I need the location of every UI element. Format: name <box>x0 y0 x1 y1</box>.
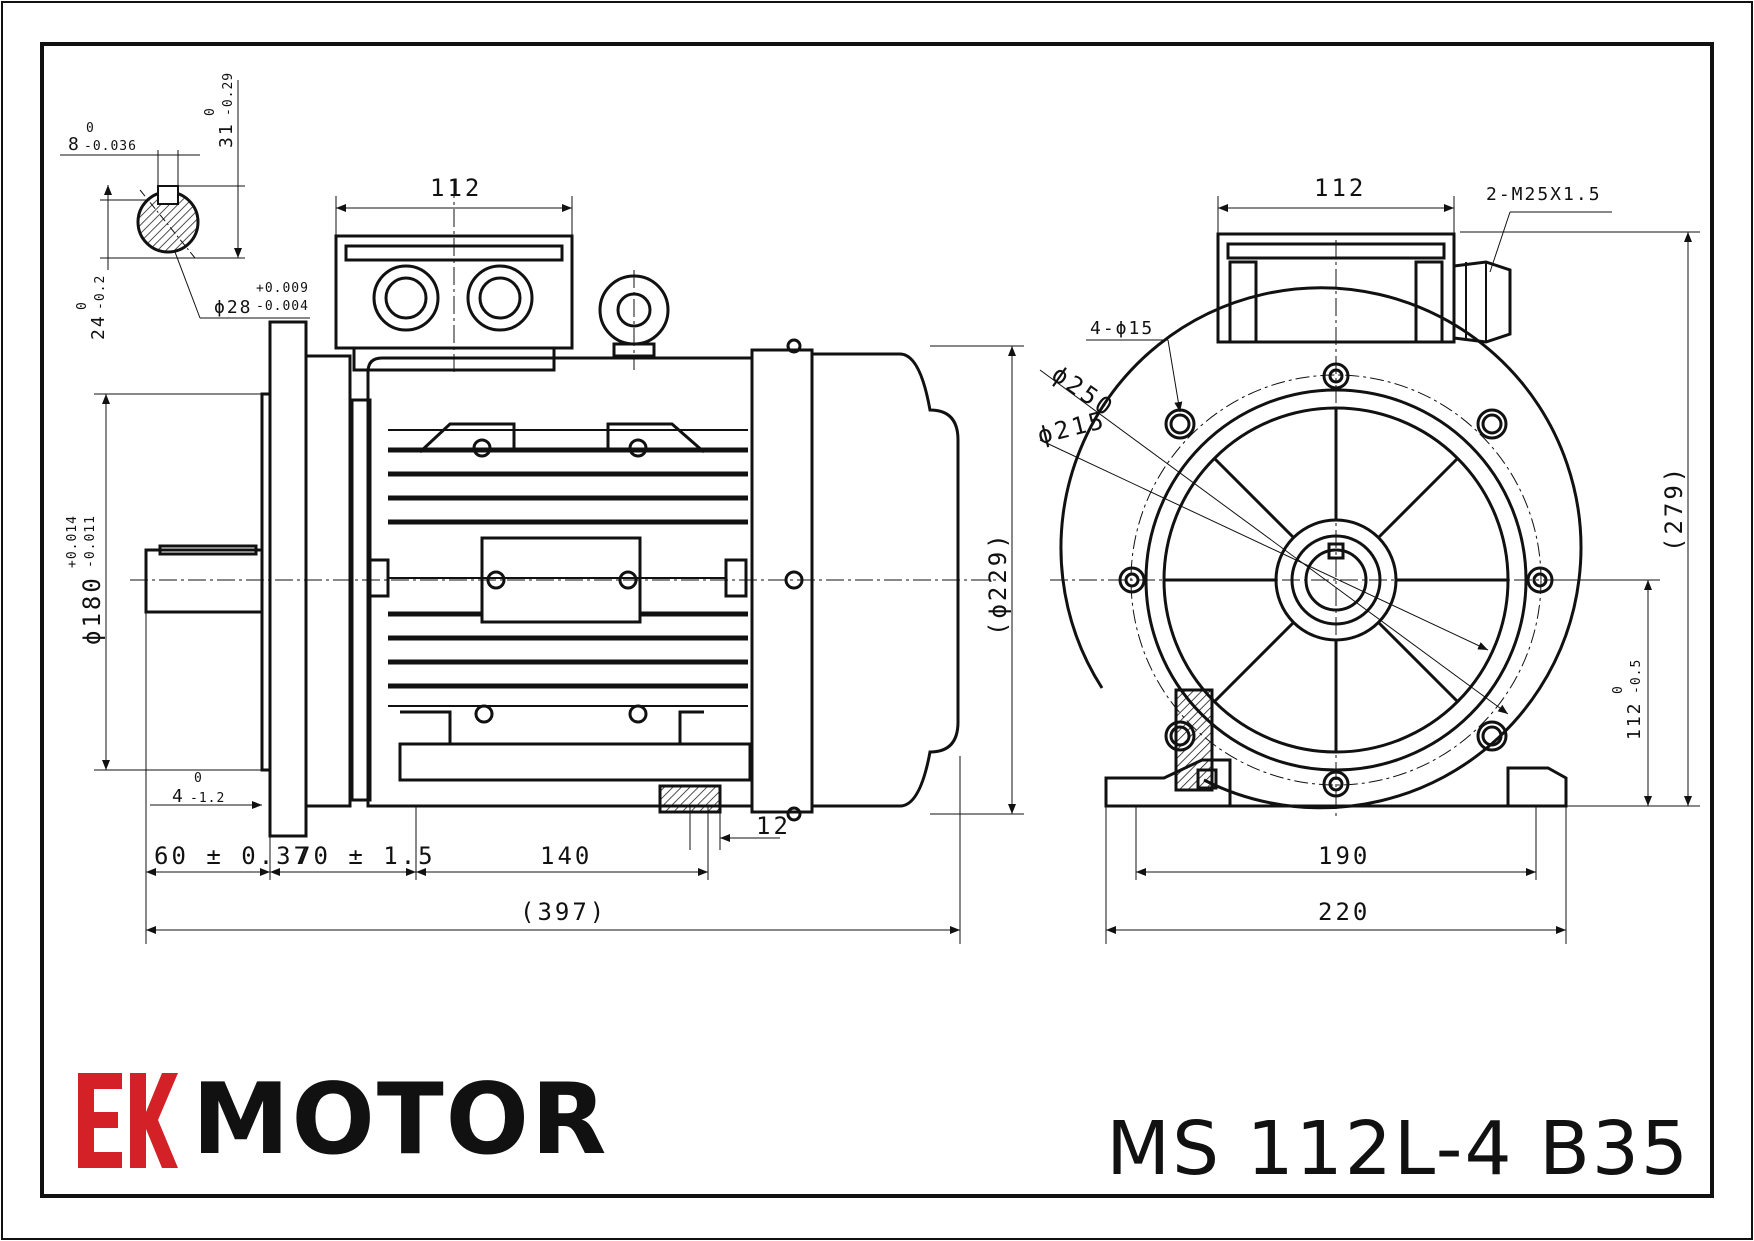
shaft-length-dim: 60 ± 0.37 <box>154 842 311 870</box>
foot-width-dim: 220 <box>1318 898 1370 926</box>
shaft-height-tol-upper: 0 <box>1611 685 1626 694</box>
key-height-tol-lower: -0.29 <box>221 72 236 116</box>
foot-hole-spacing-end-dim: 190 <box>1318 842 1370 870</box>
foot-hole-spacing-dim: 140 <box>540 842 592 870</box>
flange-holes-dim: 4-ϕ15 <box>1090 318 1154 339</box>
key-height-tol-upper: 0 <box>203 107 218 116</box>
flange-to-foot-dim: 70 ± 1.5 <box>296 842 436 870</box>
key-width-tol-upper: 0 <box>86 121 95 136</box>
brand-mark-k <box>130 1072 178 1168</box>
model-number: MS 112L-4 B35 <box>1106 1106 1690 1192</box>
shaft-detail-dims: 8 0 -0.036 31 0 -0.29 ϕ28 +0.009 -0.004 … <box>68 72 309 340</box>
side-view-dimension-lines <box>94 196 1024 944</box>
key-width-dim: 8 <box>68 134 81 155</box>
terminal-box-width-dim: 112 <box>430 174 482 202</box>
keyway-depth-tol-upper: 0 <box>75 301 90 310</box>
shaft-dia-tol-upper: +0.009 <box>256 281 309 296</box>
shaft-dia-tol-lower: -0.004 <box>256 299 309 314</box>
keyway-depth-dim: 24 <box>88 314 109 340</box>
overall-length-dim: (397) <box>520 898 607 926</box>
brand-mark-icon <box>78 1072 178 1168</box>
shaft-section-detail <box>60 80 310 319</box>
side-view-dims: 112 ϕ180 +0.014 -0.011 (ϕ229) 4 0 -1.2 6… <box>65 174 1012 926</box>
spigot-depth-tol-lower: -1.2 <box>190 791 225 806</box>
end-terminal-box-width-dim: 112 <box>1314 174 1366 202</box>
shaft-height-tol-lower: -0.5 <box>1629 659 1644 694</box>
spigot-depth-dim: 4 <box>172 786 185 807</box>
foot-thickness-dim: 12 <box>756 812 791 840</box>
spigot-tol-upper: +0.014 <box>65 515 80 568</box>
end-view-dims: 112 2-M25X1.5 4-ϕ15 ϕ250 ϕ215 (279) 112 … <box>1035 174 1688 926</box>
side-view-centerlines <box>130 180 1000 581</box>
brand-mark-e <box>78 1072 122 1168</box>
keyway-depth-tol-lower: -0.2 <box>93 275 108 310</box>
motor-side-view <box>144 234 960 838</box>
spigot-dia-dim: ϕ180 <box>78 575 106 645</box>
overall-height-dim: (279) <box>1660 465 1688 552</box>
fan-cover-dia-dim: (ϕ229) <box>984 531 1012 636</box>
inner-border <box>40 42 1714 1198</box>
key-height-dim: 31 <box>216 122 237 148</box>
cable-gland-dim: 2-M25X1.5 <box>1486 184 1602 205</box>
pcd-inner-dim: ϕ215 <box>1035 406 1109 450</box>
end-view-centerlines <box>1050 240 1630 820</box>
brand-name: MOTOR <box>192 1063 609 1177</box>
shaft-dia-dim: ϕ28 <box>214 297 253 318</box>
shaft-height-dim: 112 <box>1624 701 1645 740</box>
brand-logo: MOTOR <box>78 1070 608 1170</box>
spigot-tol-lower: -0.011 <box>83 515 98 568</box>
end-view-dimension-lines <box>1039 196 1700 944</box>
key-width-tol-lower: -0.036 <box>84 139 137 154</box>
spigot-depth-tol-upper: 0 <box>194 771 203 786</box>
